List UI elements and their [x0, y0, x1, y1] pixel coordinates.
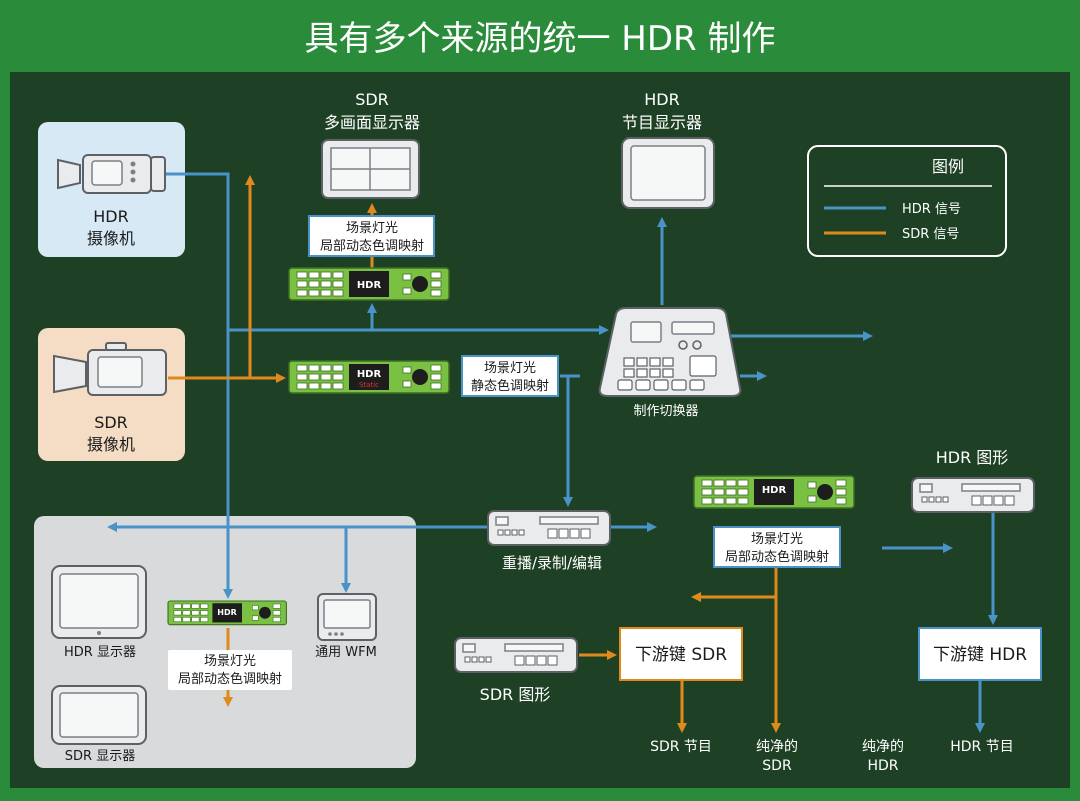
static-converter-suffix: Static [359, 381, 379, 389]
dsk-sdr-label: 下游键 SDR [635, 645, 727, 665]
sdr-monitor-label: SDR 显示器 [65, 749, 135, 764]
sdr-monitor-icon [51, 685, 147, 745]
hdr-program-monitor [621, 137, 715, 209]
sdr-camera-label: SDR [94, 413, 128, 432]
dsk-hdr-box [918, 627, 1042, 681]
mid-tone-map-line1: 场景灯光 [751, 532, 803, 547]
bottom-tone-map-line1: 场景灯光 [204, 654, 256, 669]
legend-hdr-label: HDR 信号 [902, 202, 961, 217]
clean-hdr-output-2: HDR [867, 758, 898, 774]
wfm-label: 通用 WFM [315, 645, 377, 660]
mid-tone-map-line2: 局部动态色调映射 [725, 549, 829, 565]
static-tone-map-box [461, 355, 559, 397]
bottom-tone-map-box [168, 650, 292, 690]
page-title: 具有多个来源的统一 HDR 制作 [305, 19, 776, 59]
wfm-icon [317, 593, 377, 641]
clean-hdr-output-1: 纯净的 [862, 739, 904, 755]
hdr-program-monitor-label: HDR [644, 90, 679, 109]
hdr-program-output: HDR 节目 [950, 739, 1014, 755]
hdr-camera-label: HDR [93, 207, 128, 226]
hdr-camera-icon [57, 154, 166, 194]
hdr-monitor-label: HDR 显示器 [64, 645, 136, 660]
hdr-monitor-icon [51, 565, 147, 639]
clean-sdr-output-1: 纯净的 [756, 739, 798, 755]
hdr-camera-sub: 摄像机 [87, 229, 135, 248]
mid-converter-badge: HDR [762, 485, 787, 496]
replay-label: 重播/录制/编辑 [502, 554, 602, 572]
hdr-program-monitor-sub: 节目显示器 [622, 113, 702, 132]
mid-tone-map-box [713, 526, 841, 568]
top-tone-map-line2: 局部动态色调映射 [320, 238, 424, 254]
static-tone-map-line2: 静态色调映射 [471, 378, 549, 394]
hdr-graphics-label: HDR 图形 [936, 448, 1009, 467]
top-tone-map-line1: 场景灯光 [346, 221, 398, 236]
legend-sdr-label: SDR 信号 [902, 227, 959, 242]
sdr-multiview-monitor [321, 139, 420, 199]
hdr-graphics-device [911, 477, 1035, 513]
hdr-signal-lines [107, 172, 998, 733]
sdr-graphics-label: SDR 图形 [480, 685, 551, 704]
bottom-tone-map-line2: 局部动态色调映射 [178, 671, 282, 687]
sdr-camera-sub: 摄像机 [87, 435, 135, 454]
hdr-camera-feed-down [165, 172, 233, 599]
sdr-graphics-device [454, 637, 578, 673]
bottom-converter-badge: HDR [217, 608, 237, 617]
top-converter-badge: HDR [357, 280, 382, 291]
production-switcher [598, 307, 742, 397]
sdr-multiview-label: SDR [355, 90, 389, 109]
legend: 图例 HDR 信号 SDR 信号 [807, 145, 1007, 257]
static-converter-badge: HDR [357, 369, 382, 380]
top-tone-map-box [308, 215, 435, 257]
switcher-label: 制作切换器 [633, 404, 698, 419]
sdr-multiview-sub: 多画面显示器 [324, 113, 420, 132]
replay-deck [487, 510, 611, 546]
legend-title: 图例 [932, 157, 964, 176]
dsk-sdr-box [619, 627, 743, 681]
static-tone-map-line1: 场景灯光 [484, 361, 536, 376]
sdr-program-output: SDR 节目 [650, 739, 712, 755]
sdr-camera-icon [53, 342, 167, 396]
clean-sdr-output-2: SDR [762, 758, 792, 774]
dsk-hdr-label: 下游键 HDR [933, 645, 1027, 665]
